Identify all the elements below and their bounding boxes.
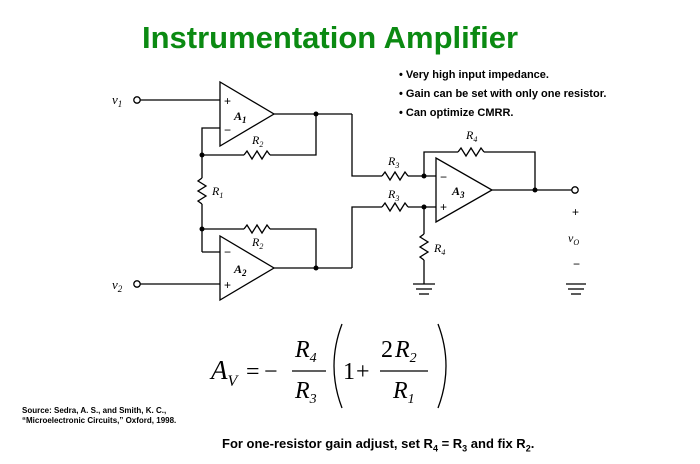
note-r2-sub: 2	[525, 443, 531, 454]
r3-top-label: R	[387, 154, 396, 168]
r2-bottom-label-sub: 2	[259, 242, 263, 251]
svg-text:R4: R4	[294, 337, 317, 366]
output-plus: +	[572, 205, 579, 219]
output-terminal	[571, 186, 579, 194]
v1-label-sub: 1	[118, 99, 123, 109]
slide-title: Instrumentation Amplifier	[141, 20, 519, 55]
a1-plus-pin: +	[224, 94, 231, 108]
formula-neg: −	[264, 359, 278, 385]
a1-label: A	[233, 109, 242, 123]
gain-formula: AV = − R4 R3 1 + 2R2 R1	[209, 323, 447, 409]
note-prefix: For one-resistor gain adjust, set R	[222, 436, 433, 451]
v2-terminal	[133, 280, 141, 288]
feature-list: Very high input impedance. Gain can be s…	[399, 66, 607, 123]
a3-minus-pin: −	[440, 170, 447, 184]
r3-bottom-label-sub: 3	[394, 194, 399, 203]
output-label-sub: O	[573, 238, 579, 247]
resistor-r4-ground	[418, 233, 430, 261]
formula-one: 1	[343, 359, 355, 385]
resistor-r3-top	[381, 170, 409, 182]
resistor-r2-bottom	[243, 223, 271, 235]
r2-top-label-sub: 2	[259, 140, 263, 149]
formula-num2-sub: 2	[410, 351, 417, 366]
opamp-a3	[435, 156, 494, 224]
feature-item: Gain can be set with only one resistor.	[399, 85, 607, 104]
svg-text:R1: R1	[392, 378, 415, 407]
a3-label-sub: 3	[459, 190, 465, 200]
resistor-r1	[196, 177, 208, 205]
v2-label-sub: 2	[118, 284, 123, 294]
svg-text:2R2: 2R2	[381, 337, 417, 366]
formula-den2-sub: 1	[408, 392, 415, 407]
r3-bottom-label: R	[387, 187, 396, 201]
a1-label-sub: 1	[242, 115, 247, 125]
svg-text:R2: R2	[251, 133, 263, 149]
formula-num2: R	[394, 337, 410, 363]
svg-text:v2: v2	[112, 277, 123, 294]
r2-top-label: R	[251, 133, 260, 147]
svg-text:R1: R1	[211, 184, 223, 200]
r1-label: R	[211, 184, 220, 198]
svg-text:AV: AV	[209, 355, 240, 390]
a2-minus-pin: −	[224, 245, 231, 259]
a1-minus-pin: −	[224, 123, 231, 137]
formula-equals: =	[246, 359, 260, 385]
formula-lhs: A	[209, 355, 228, 385]
r3-top-label-sub: 3	[394, 161, 399, 170]
ground-icon	[413, 283, 435, 295]
r4-ground-label-sub: 4	[441, 248, 445, 257]
output-label: v	[568, 231, 574, 245]
note-and-fix: and fix R	[467, 436, 526, 451]
a3-plus-pin: +	[440, 200, 447, 214]
svg-text:R3: R3	[387, 187, 399, 203]
v1-label: v	[112, 92, 118, 107]
gain-adjust-note: For one-resistor gain adjust, set R4 = R…	[222, 436, 534, 454]
formula-lhs-sub: V	[228, 373, 240, 390]
note-middle: = R	[437, 436, 463, 451]
v2-label: v	[112, 277, 118, 292]
svg-text:A2: A2	[233, 262, 247, 278]
svg-text:v1: v1	[112, 92, 122, 109]
formula-num1-sub: 4	[310, 351, 317, 366]
r1-label-sub: 1	[219, 191, 223, 200]
svg-text:vO: vO	[568, 231, 579, 247]
svg-text:R3: R3	[387, 154, 399, 170]
a2-label: A	[233, 262, 242, 276]
formula-plus: +	[356, 359, 370, 385]
svg-text:R4: R4	[433, 241, 445, 257]
a2-plus-pin: +	[224, 278, 231, 292]
output-ground-icon	[566, 283, 586, 295]
svg-text:R3: R3	[294, 378, 317, 407]
resistor-r2-top	[243, 149, 271, 161]
output-minus: −	[573, 257, 580, 271]
formula-num1: R	[294, 337, 310, 363]
r4-ground-label: R	[433, 241, 442, 255]
v1-terminal	[133, 96, 141, 104]
a2-label-sub: 2	[241, 268, 247, 278]
r2-bottom-label: R	[251, 235, 260, 249]
svg-text:R4: R4	[465, 128, 477, 144]
resistor-r4-feedback	[457, 146, 485, 158]
note-end: .	[530, 436, 535, 451]
svg-text:A1: A1	[233, 109, 247, 125]
formula-num2-coef: 2	[381, 337, 393, 363]
a3-label: A	[451, 184, 460, 198]
note-r4-sub: 4	[432, 443, 438, 454]
r4-feedback-label-sub: 4	[473, 135, 477, 144]
formula-den2: R	[392, 378, 408, 404]
opamp-a1	[219, 80, 276, 148]
feature-item: Can optimize CMRR.	[399, 104, 606, 123]
svg-text:A3: A3	[451, 184, 465, 200]
formula-den1-sub: 3	[309, 392, 317, 407]
note-r3-sub: 3	[462, 443, 468, 454]
formula-den1: R	[294, 378, 310, 404]
svg-text:R2: R2	[251, 235, 263, 251]
resistor-r3-bottom	[381, 201, 409, 213]
source-citation: Source: Sedra, A. S., and Smith, K. C., …	[22, 406, 177, 425]
feature-item: Very high input impedance.	[399, 66, 606, 85]
r4-feedback-label: R	[465, 128, 474, 142]
opamp-a2	[219, 234, 276, 302]
